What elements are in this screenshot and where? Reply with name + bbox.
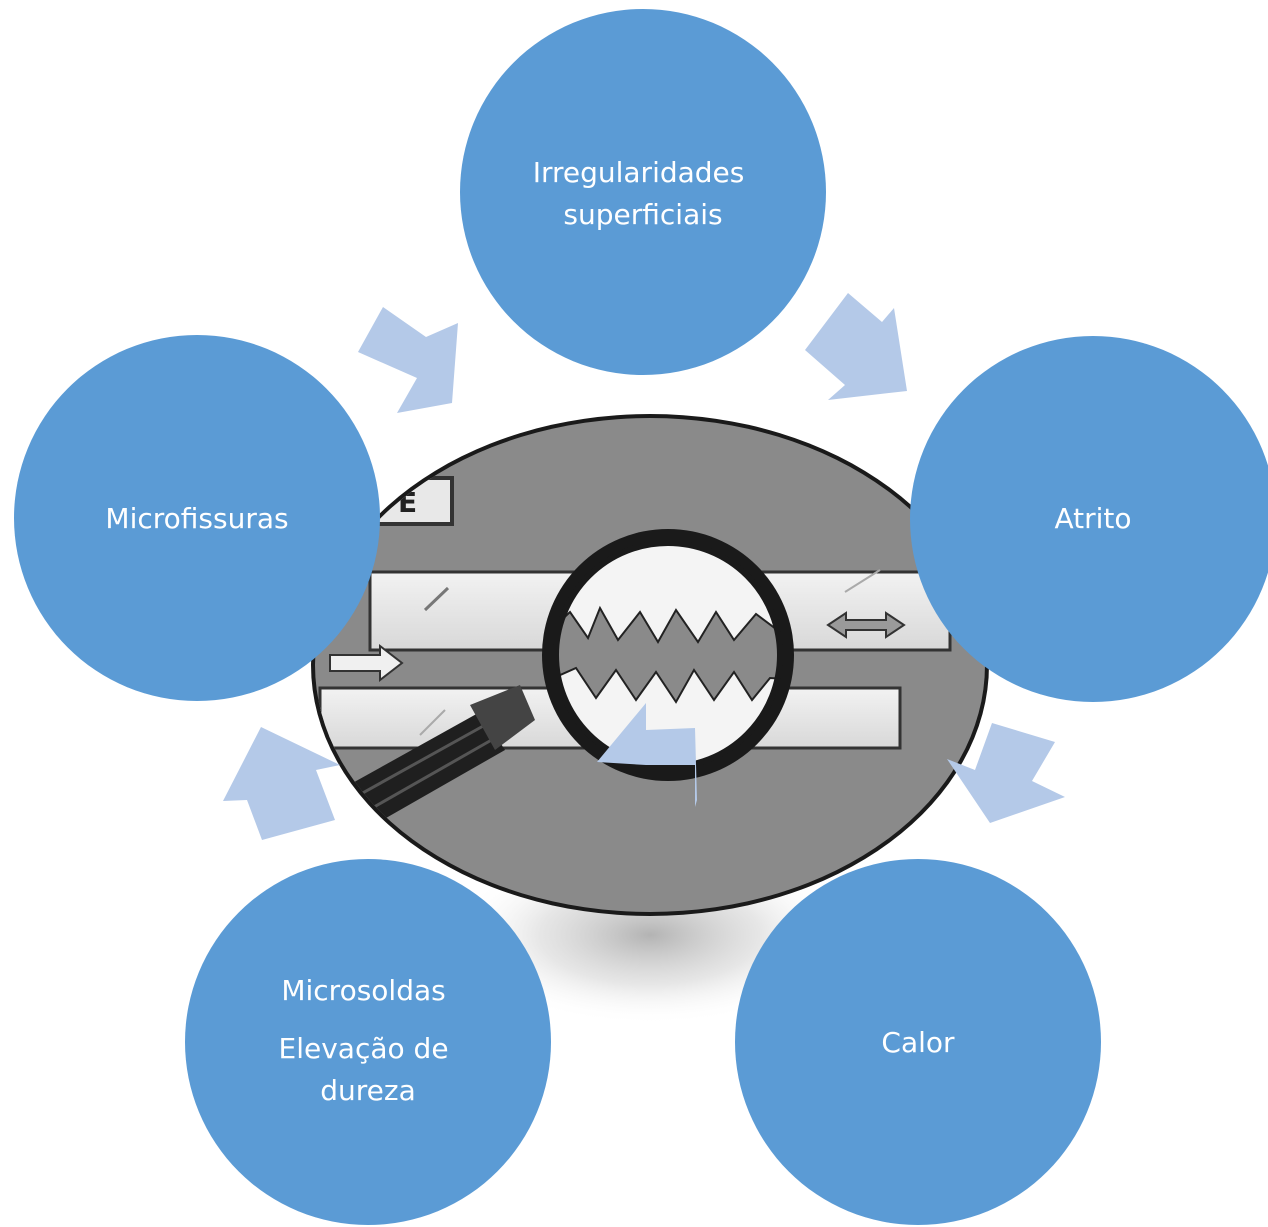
magnifier-handle (340, 685, 535, 830)
node-label-line: superficiais (563, 198, 722, 231)
arrow-up-right-icon (358, 307, 458, 413)
node-label-line: dureza (320, 1074, 416, 1107)
node-label-line: Elevação de (279, 1032, 449, 1065)
node-irregularidades: Irregularidades superficiais (460, 9, 826, 375)
arrow-left-icon (597, 703, 697, 807)
arrow-right-down-icon (805, 293, 907, 400)
node-microsoldas: Microsoldas Elevação de dureza (185, 859, 551, 1225)
svg-text:Irregularidades supe: Irregularidades superficiais (533, 156, 754, 231)
cycle-nodes: Irregularidades superficiais Atrito Calo… (14, 9, 1268, 1225)
node-label-line: Microfissuras (105, 502, 288, 535)
node-microfissuras: Microfissuras (14, 335, 380, 701)
node-atrito: Atrito (910, 336, 1268, 702)
node-label-line: Irregularidades (533, 156, 745, 189)
arrow-down-icon (947, 723, 1065, 823)
center-photo: E (311, 414, 989, 916)
node-label-line: Microsoldas (281, 974, 445, 1007)
node-label-line: Atrito (1054, 502, 1131, 535)
double-arrow-icon (826, 611, 906, 639)
svg-text:Calor: Calor (881, 1026, 955, 1059)
arrow-up-icon (223, 727, 340, 840)
cycle-arrows (223, 293, 1065, 840)
node-label-line: Calor (881, 1026, 955, 1059)
svg-text:Microfissuras: Microfissuras (105, 502, 288, 535)
svg-text:Microsoldas Elevação: Microsoldas Elevação de dureza (279, 974, 458, 1107)
svg-text:Atrito: Atrito (1054, 502, 1131, 535)
node-calor: Calor (735, 859, 1101, 1225)
magnifying-glass-icon (542, 529, 794, 781)
